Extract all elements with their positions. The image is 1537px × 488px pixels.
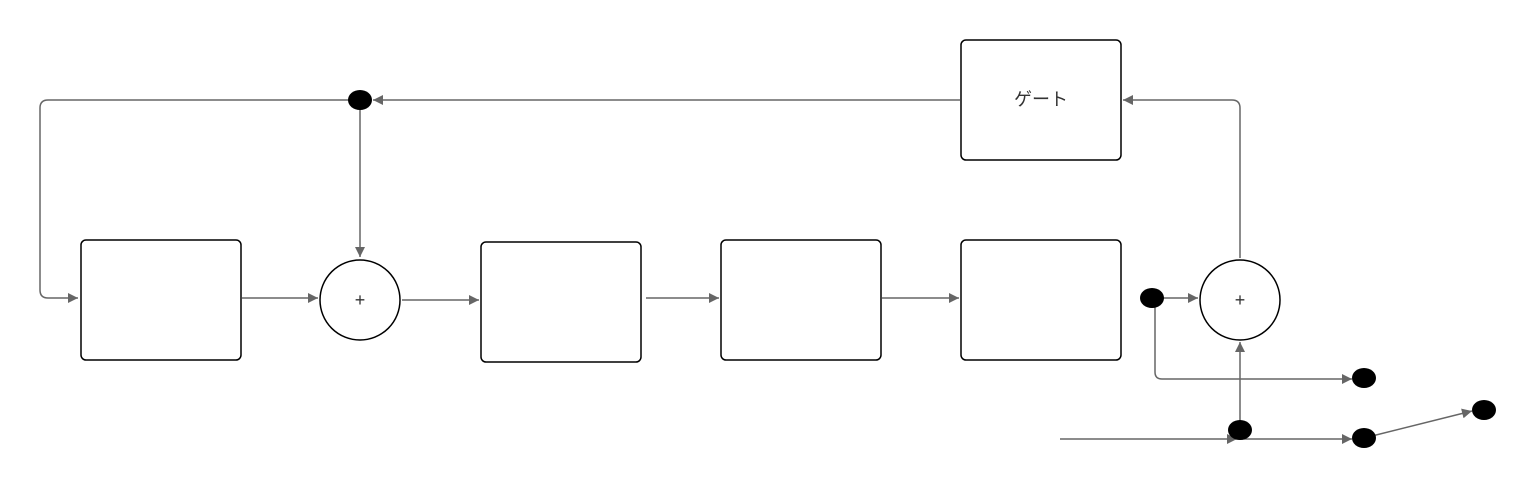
wire-node-to-output-1 (1154, 300, 1352, 384)
block-3 (720, 239, 882, 361)
switch-terminal-node (1472, 400, 1496, 420)
gate-block: ゲート (960, 39, 1122, 161)
block-4 (960, 239, 1122, 361)
block-1 (80, 239, 242, 361)
connection-lines (39, 95, 1473, 444)
adder-2-plus-sign: + (1235, 290, 1246, 310)
terminal-node-output-1 (1352, 368, 1376, 388)
junction-node-top (348, 90, 372, 110)
wire-adder-2-to-gate (1123, 95, 1241, 258)
block-2 (480, 241, 642, 363)
adder-2: + (1199, 259, 1281, 341)
adder-1: + (319, 259, 401, 341)
switch-lever (1363, 408, 1473, 439)
junction-node-output (1140, 288, 1164, 308)
switch-pivot-node (1352, 428, 1376, 448)
junction-node-input (1228, 420, 1252, 440)
gate-label: ゲート (1014, 90, 1068, 111)
adder-1-plus-sign: + (355, 290, 366, 310)
wire-top-node-to-block-1 (39, 99, 360, 303)
junction-nodes (348, 90, 1496, 448)
